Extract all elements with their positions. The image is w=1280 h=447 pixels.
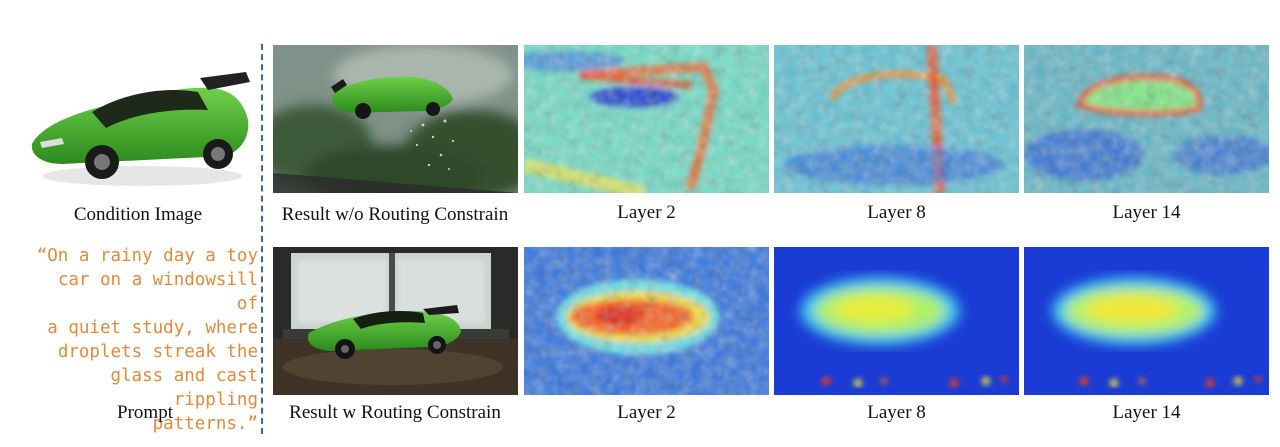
condition-caption: Condition Image [73,204,203,225]
heatmap-top-layer-8 [774,45,1019,193]
heatmap-bottom-layer-2 [524,247,769,395]
result-image-with-constraint [273,247,518,395]
heatmap-bottom-layer-14 [1024,247,1269,395]
column-divider [261,44,263,434]
layer-caption-bottom-1: Layer 2 [617,402,676,423]
heatmap-top-layer-2 [524,45,769,193]
prompt-text: “On a rainy day a toy car on a windowsil… [36,246,258,434]
layer-caption-top-2: Layer 8 [867,202,926,223]
layer-caption-bottom-3: Layer 14 [1112,402,1181,423]
layer-caption-bottom-2: Layer 8 [867,402,926,423]
prompt-caption: Prompt [117,402,173,423]
heatmap-bottom-layer-8 [774,247,1019,395]
layer-caption-top-1: Layer 2 [617,202,676,223]
result-caption-without-constraint: Result w/o Routing Constrain [281,204,509,225]
heatmap-top-layer-14 [1024,45,1269,193]
result-image-without-constraint [273,45,518,193]
condition-image [22,58,254,190]
layer-caption-top-3: Layer 14 [1112,202,1181,223]
result-caption-with-constraint: Result w Routing Constrain [289,402,501,423]
